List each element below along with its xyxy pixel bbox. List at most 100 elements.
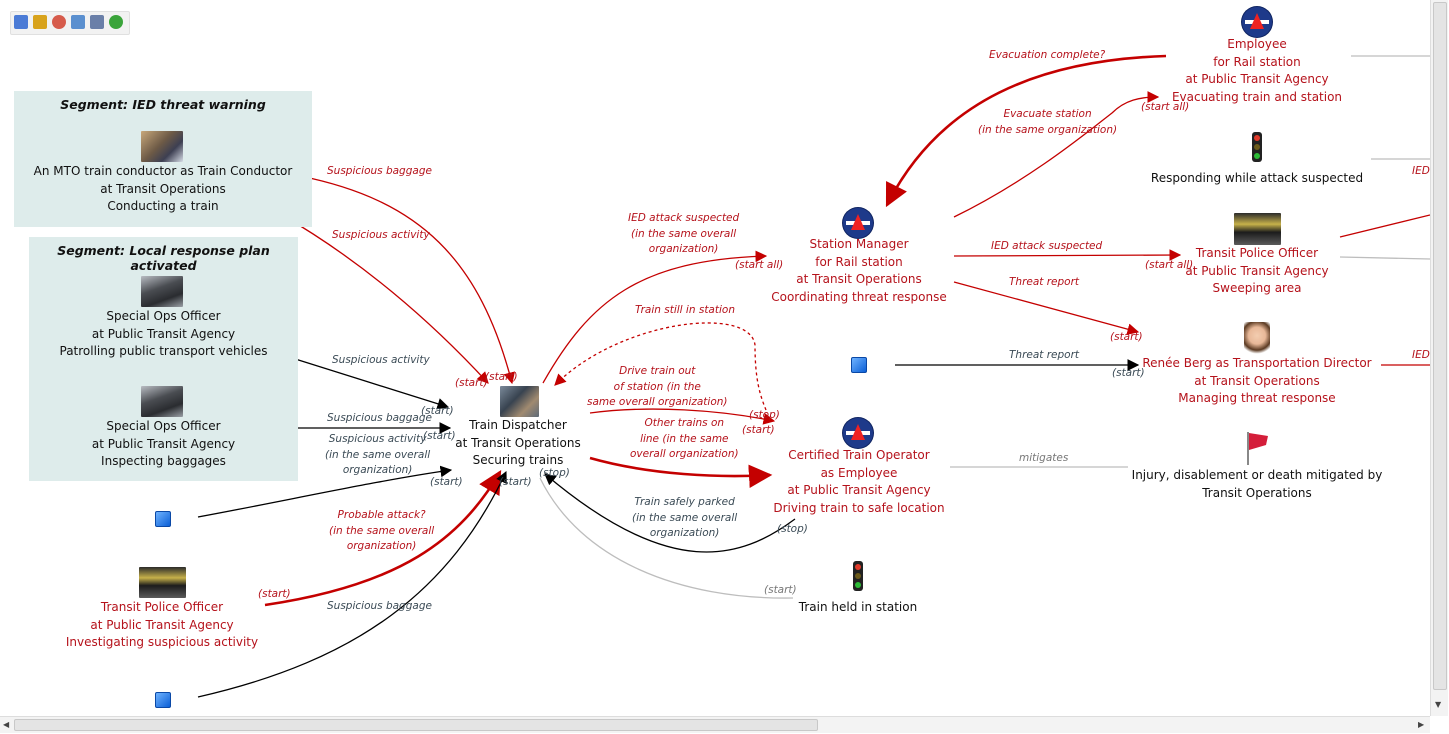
edge-label: Suspicious activity [332, 354, 430, 366]
node-employee[interactable]: Employee for Rail station at Public Tran… [1162, 36, 1352, 106]
node-special-ops-patrol[interactable]: Special Ops Officer at Public Transit Ag… [29, 308, 298, 361]
start-marker: (start) [499, 476, 532, 488]
fit-view-icon[interactable] [90, 15, 104, 29]
blue-square-icon[interactable] [851, 357, 867, 373]
edge-square2-to-dispatcher [197, 470, 507, 698]
edge-operator-to-dispatcher-parked [544, 473, 796, 553]
node-line: at Public Transit Agency [787, 483, 931, 497]
vertical-scroll-thumb[interactable] [1433, 2, 1447, 690]
monitor-icon[interactable] [71, 15, 85, 29]
horizontal-scrollbar[interactable]: ◀ ▶ [0, 716, 1430, 733]
start-marker: (start) [742, 424, 775, 436]
start-marker: (start) [1112, 367, 1145, 379]
node-train-held[interactable]: Train held in station [778, 599, 938, 617]
node-line: Transit Police Officer [100, 600, 224, 614]
agency-logo-icon [1242, 7, 1272, 37]
edge-label: IED [1412, 349, 1430, 361]
node-police-sweeping[interactable]: Transit Police Officer at Public Transit… [1172, 245, 1342, 298]
node-line: Certified Train Operator [788, 448, 930, 462]
diagram-canvas[interactable]: Segment: IED threat warning Segment: Loc… [0, 0, 1430, 716]
scroll-right-icon[interactable]: ▶ [1418, 720, 1425, 729]
node-line: Securing trains [472, 453, 564, 467]
node-line: Responding while attack suspected [1150, 171, 1364, 185]
start-marker: (start) [258, 588, 291, 600]
node-line: Conducting a train [107, 199, 219, 213]
node-renee-berg[interactable]: Renée Berg as Transportation Director at… [1137, 355, 1377, 408]
start-marker: (start) [455, 377, 488, 389]
edge-label: Train still in station [635, 304, 735, 316]
node-mto-conductor[interactable]: An MTO train conductor as Train Conducto… [14, 163, 312, 216]
scroll-down-icon[interactable]: ▼ [1435, 700, 1442, 709]
start-marker: (start) [421, 405, 454, 417]
node-line: at Public Transit Agency [90, 617, 234, 632]
help-icon[interactable] [109, 15, 123, 29]
stop-marker: (stop) [777, 523, 808, 535]
node-line: at Transit Operations [455, 435, 581, 450]
node-line: Transit Operations [1202, 485, 1312, 500]
network-icon[interactable] [52, 15, 66, 29]
node-line: Station Manager [809, 237, 909, 251]
node-line: Sweeping area [1212, 281, 1302, 295]
node-line: for Rail station [815, 254, 903, 269]
node-responding[interactable]: Responding while attack suspected [1137, 170, 1377, 188]
edge-employee-to-stationmgr [885, 54, 1167, 208]
layers-icon[interactable] [14, 15, 28, 29]
blue-square-icon[interactable] [155, 692, 171, 708]
edge-mto-to-dispatcher-activity [281, 214, 489, 384]
edge-police-to-dispatcher [264, 469, 502, 607]
clipboard-icon[interactable] [33, 15, 47, 29]
edge-trainheld-to-dispatcher [539, 477, 794, 599]
agency-logo-icon [843, 208, 873, 238]
edge-patrol-to-dispatcher [272, 351, 450, 410]
segment-title: Segment: Local response plan activated [57, 243, 270, 273]
start-marker: (start) [1110, 331, 1143, 343]
node-station-manager[interactable]: Station Manager for Rail station at Tran… [768, 236, 950, 306]
toolbar [10, 11, 130, 35]
edge-label: Evacuation complete? [989, 49, 1106, 61]
node-special-ops-baggage[interactable]: Special Ops Officer at Public Transit Ag… [29, 418, 298, 471]
edge-label: IED [1412, 165, 1430, 177]
start-all-marker: (start all) [735, 259, 784, 271]
vertical-scrollbar[interactable]: ▼ [1430, 0, 1448, 716]
scroll-left-icon[interactable]: ◀ [3, 720, 10, 729]
start-marker: (start) [764, 584, 797, 596]
segment-title: Segment: IED threat warning [60, 97, 266, 112]
dispatcher-photo [500, 386, 539, 417]
traffic-light-icon [1252, 132, 1262, 162]
node-line: Injury, disablement or death mitigated b… [1131, 468, 1383, 482]
node-line: Driving train to safe location [773, 500, 945, 515]
node-line: as Employee [820, 465, 898, 480]
edge-label: Suspicious activity [332, 229, 430, 241]
edge-dispatcher-to-operator-drive [589, 408, 776, 425]
edge-label: Suspicious baggage [327, 412, 432, 424]
blue-square-icon[interactable] [155, 511, 171, 527]
flag-icon [1247, 432, 1268, 465]
traffic-light-icon [853, 561, 863, 591]
edge-stub-police-gray [1339, 256, 1430, 260]
edge-label: Threat report [1009, 276, 1080, 288]
edge-stub-police-red [1339, 214, 1430, 238]
node-line: Transit Police Officer [1195, 246, 1319, 260]
edge-label: Suspicious baggage [327, 165, 432, 177]
special-ops-photo [141, 386, 183, 417]
node-line: at Public Transit Agency [91, 436, 236, 451]
node-injury-mitigated[interactable]: Injury, disablement or death mitigated b… [1127, 467, 1387, 502]
edge-label: IED attack suspected(in the same overall… [628, 212, 740, 255]
horizontal-scroll-thumb[interactable] [14, 719, 818, 731]
edge-label: Suspicious baggage [327, 600, 432, 612]
edge-stationmgr-to-police [953, 249, 1182, 261]
start-marker: (start) [430, 476, 463, 488]
node-police-investigating[interactable]: Transit Police Officer at Public Transit… [42, 599, 282, 652]
edge-label: Evacuate station(in the same organizatio… [978, 108, 1118, 136]
edge-label: IED attack suspected [991, 240, 1103, 252]
agency-logo-icon [843, 418, 873, 448]
stop-marker: (stop) [539, 467, 570, 479]
node-train-dispatcher[interactable]: Train Dispatcher at Transit Operations S… [438, 417, 598, 470]
node-line: An MTO train conductor as Train Conducto… [33, 164, 293, 178]
node-train-operator[interactable]: Certified Train Operator as Employee at … [768, 447, 950, 517]
